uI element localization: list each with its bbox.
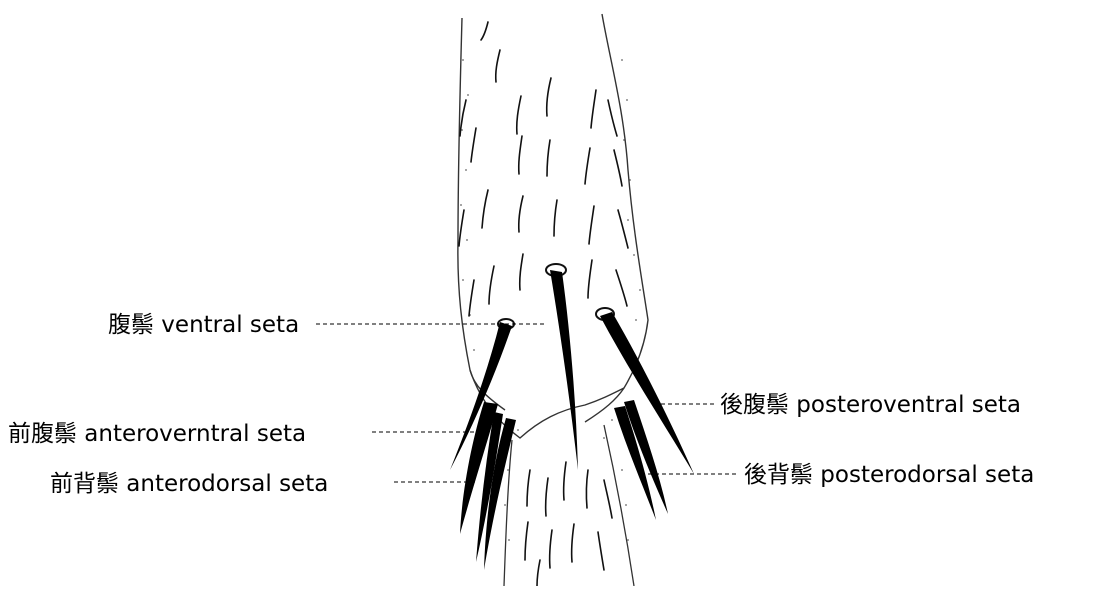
lower-segment: [504, 425, 634, 586]
posteroventral-seta-label: 後腹鬃 posteroventral seta: [720, 392, 1021, 418]
posterodorsal-seta-label: 後背鬃 posterodorsal seta: [744, 462, 1034, 488]
leader-lines: [316, 324, 738, 482]
large-bristles: [450, 270, 694, 570]
fine-hairs-upper: [459, 22, 628, 316]
fine-hairs-lower: [525, 462, 612, 586]
anterodorsal-seta-label: 前背鬃 anterodorsal seta: [50, 471, 328, 497]
central-seta-bristle: [550, 270, 578, 470]
ventral-seta-label: 腹鬃 ventral seta: [108, 312, 299, 338]
anteroventral-seta-label: 前腹鬃 anteroverntral seta: [8, 421, 306, 447]
